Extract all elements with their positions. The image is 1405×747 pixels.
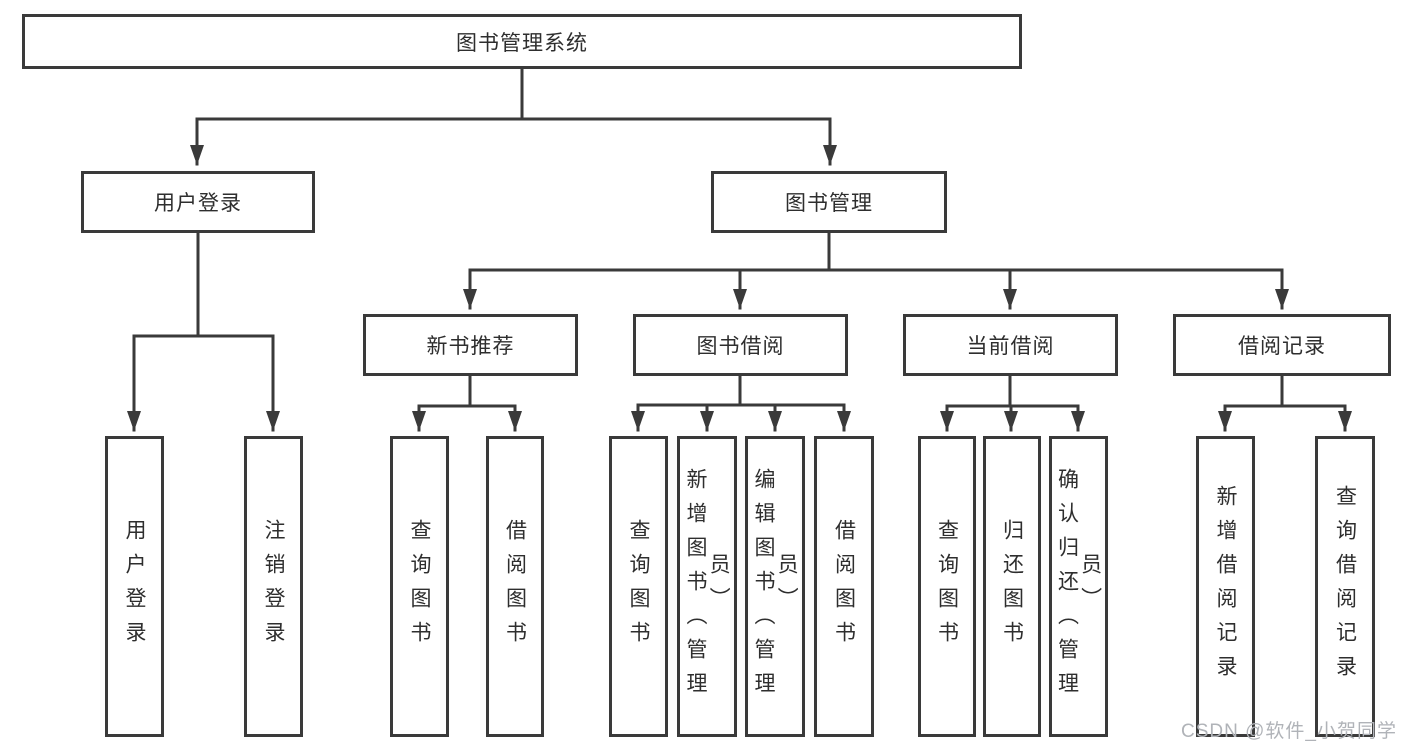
leaf-add-book-admin: 新增图书（管理员） [677,436,737,737]
leaf-borrow-book: 借阅图书 [814,436,874,737]
node-book-borrow: 图书借阅 [633,314,848,376]
leaf-return-book: 归还图书 [983,436,1041,737]
leaf-current-query-books: 查询图书 [918,436,976,737]
csdn-watermark: CSDN @软件_小贺同学 [1181,721,1397,742]
node-borrow-records: 借阅记录 [1173,314,1391,376]
leaf-newbook-query-books: 查询图书 [390,436,449,737]
leaf-edit-book-admin: 编辑图书（管理员） [745,436,805,737]
leaf-query-borrow-record: 查询借阅记录 [1315,436,1375,737]
leaf-newbook-borrow-books: 借阅图书 [486,436,544,737]
leaf-logout: 注销登录 [244,436,303,737]
node-book-management: 图书管理 [711,171,947,233]
leaf-confirm-return-admin: 确认归还（管理员） [1049,436,1108,737]
node-current-borrow: 当前借阅 [903,314,1118,376]
node-new-book-recommend: 新书推荐 [363,314,578,376]
node-user-login: 用户登录 [81,171,315,233]
leaf-add-borrow-record: 新增借阅记录 [1196,436,1255,737]
leaf-user-login: 用户登录 [105,436,164,737]
node-root-system: 图书管理系统 [22,14,1022,69]
leaf-borrow-query-books: 查询图书 [609,436,668,737]
